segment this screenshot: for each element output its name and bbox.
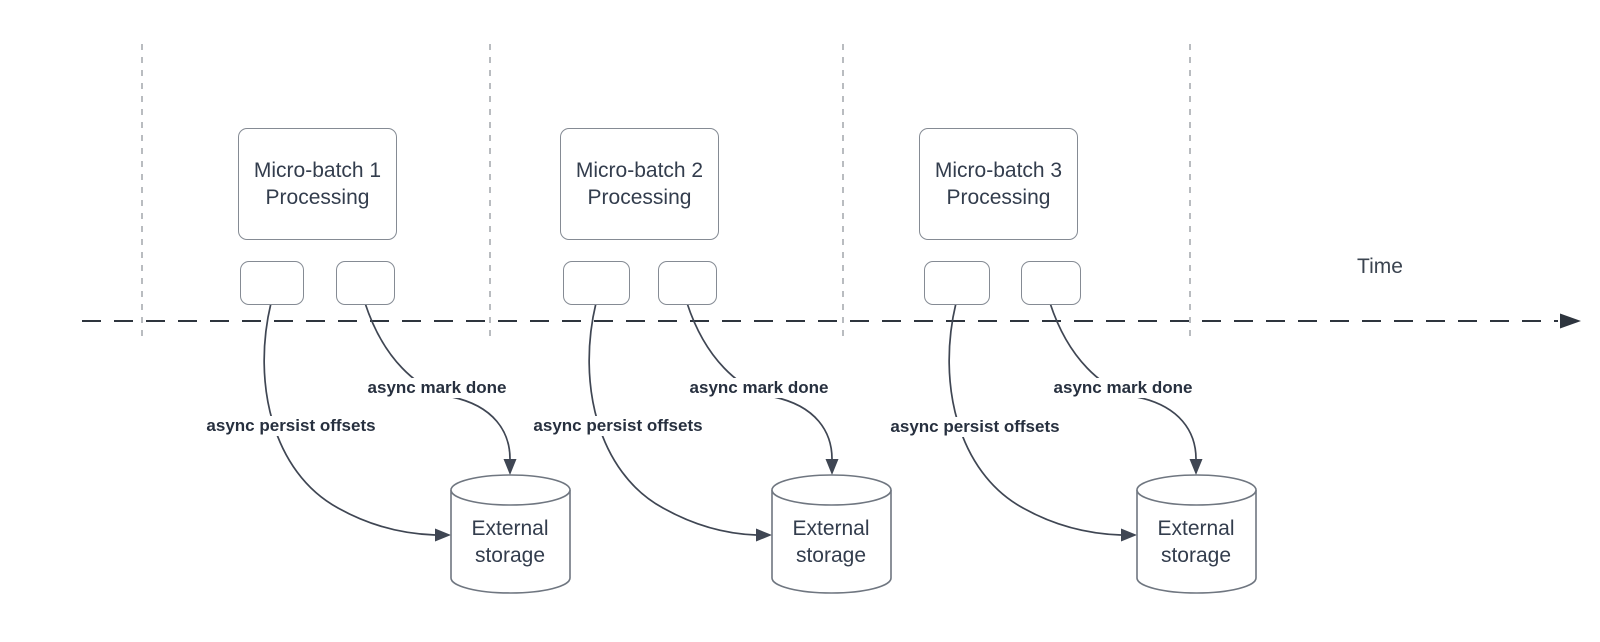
mark-done-task-box-3 — [1021, 261, 1081, 305]
mark-done-arrowhead-icon-2 — [825, 459, 839, 475]
external-storage-label-1: External storage — [471, 516, 548, 570]
external-storage-cylinder-2 — [771, 474, 892, 594]
micro-batch-box-1-subtitle: Processing — [265, 186, 370, 209]
persist-offsets-label-1: async persist offsets — [203, 416, 379, 436]
cylinder-top-2 — [771, 474, 892, 506]
micro-batch-box-3: Micro-batch 3 Processing — [919, 128, 1078, 240]
external-storage-label-2-line1: External — [792, 517, 870, 541]
micro-batch-box-2: Micro-batch 2 Processing — [560, 128, 719, 240]
persist-offsets-arrow-2 — [588, 302, 757, 536]
external-storage-label-1-line1: External — [471, 517, 549, 541]
persist-offsets-arrowhead-icon-2 — [756, 528, 772, 542]
mark-done-label-3: async mark done — [1050, 378, 1196, 398]
mark-done-task-box-1 — [336, 261, 395, 305]
mark-done-label-2: async mark done — [686, 378, 832, 398]
mark-done-arrowhead-icon-3 — [1189, 459, 1203, 475]
persist-offsets-arrowhead-icon-3 — [1121, 528, 1137, 542]
persist-offsets-arrow-1 — [263, 302, 436, 536]
micro-batch-box-3-subtitle: Processing — [946, 186, 1051, 209]
external-storage-label-2: External storage — [792, 516, 869, 570]
external-storage-label-1-line2: storage — [474, 544, 546, 567]
external-storage-label-3: External storage — [1157, 516, 1234, 570]
cylinder-top-1 — [450, 474, 571, 506]
micro-batch-box-2-subtitle: Processing — [587, 186, 692, 209]
mark-done-label-1: async mark done — [364, 378, 510, 398]
mark-done-arrowhead-icon-1 — [503, 459, 517, 475]
external-storage-label-2-line2: storage — [795, 544, 867, 567]
persist-offsets-task-box-1 — [240, 261, 304, 305]
micro-batch-box-3-title: Micro-batch 3 — [934, 158, 1063, 182]
cylinder-body-2 — [771, 490, 892, 594]
mark-done-task-box-2 — [658, 261, 717, 305]
micro-batch-box-1: Micro-batch 1 Processing — [238, 128, 397, 240]
persist-offsets-label-2: async persist offsets — [530, 416, 706, 436]
persist-offsets-arrowhead-icon-1 — [435, 528, 451, 542]
external-storage-cylinder-3 — [1136, 474, 1257, 594]
micro-batch-box-2-title: Micro-batch 2 — [575, 158, 704, 182]
time-label: Time — [1357, 255, 1403, 278]
persist-offsets-arrow-3 — [948, 302, 1122, 536]
cylinder-body-1 — [450, 490, 571, 594]
time-axis-arrowhead-icon — [1560, 313, 1581, 329]
external-storage-label-3-line1: External — [1157, 517, 1235, 541]
cylinder-top-3 — [1136, 474, 1257, 506]
external-storage-label-3-line2: storage — [1160, 544, 1232, 567]
persist-offsets-label-3: async persist offsets — [887, 417, 1063, 437]
external-storage-cylinder-1 — [450, 474, 571, 594]
cylinder-body-3 — [1136, 490, 1257, 594]
persist-offsets-task-box-2 — [563, 261, 630, 305]
persist-offsets-task-box-3 — [924, 261, 990, 305]
micro-batch-box-1-title: Micro-batch 1 — [253, 158, 382, 182]
